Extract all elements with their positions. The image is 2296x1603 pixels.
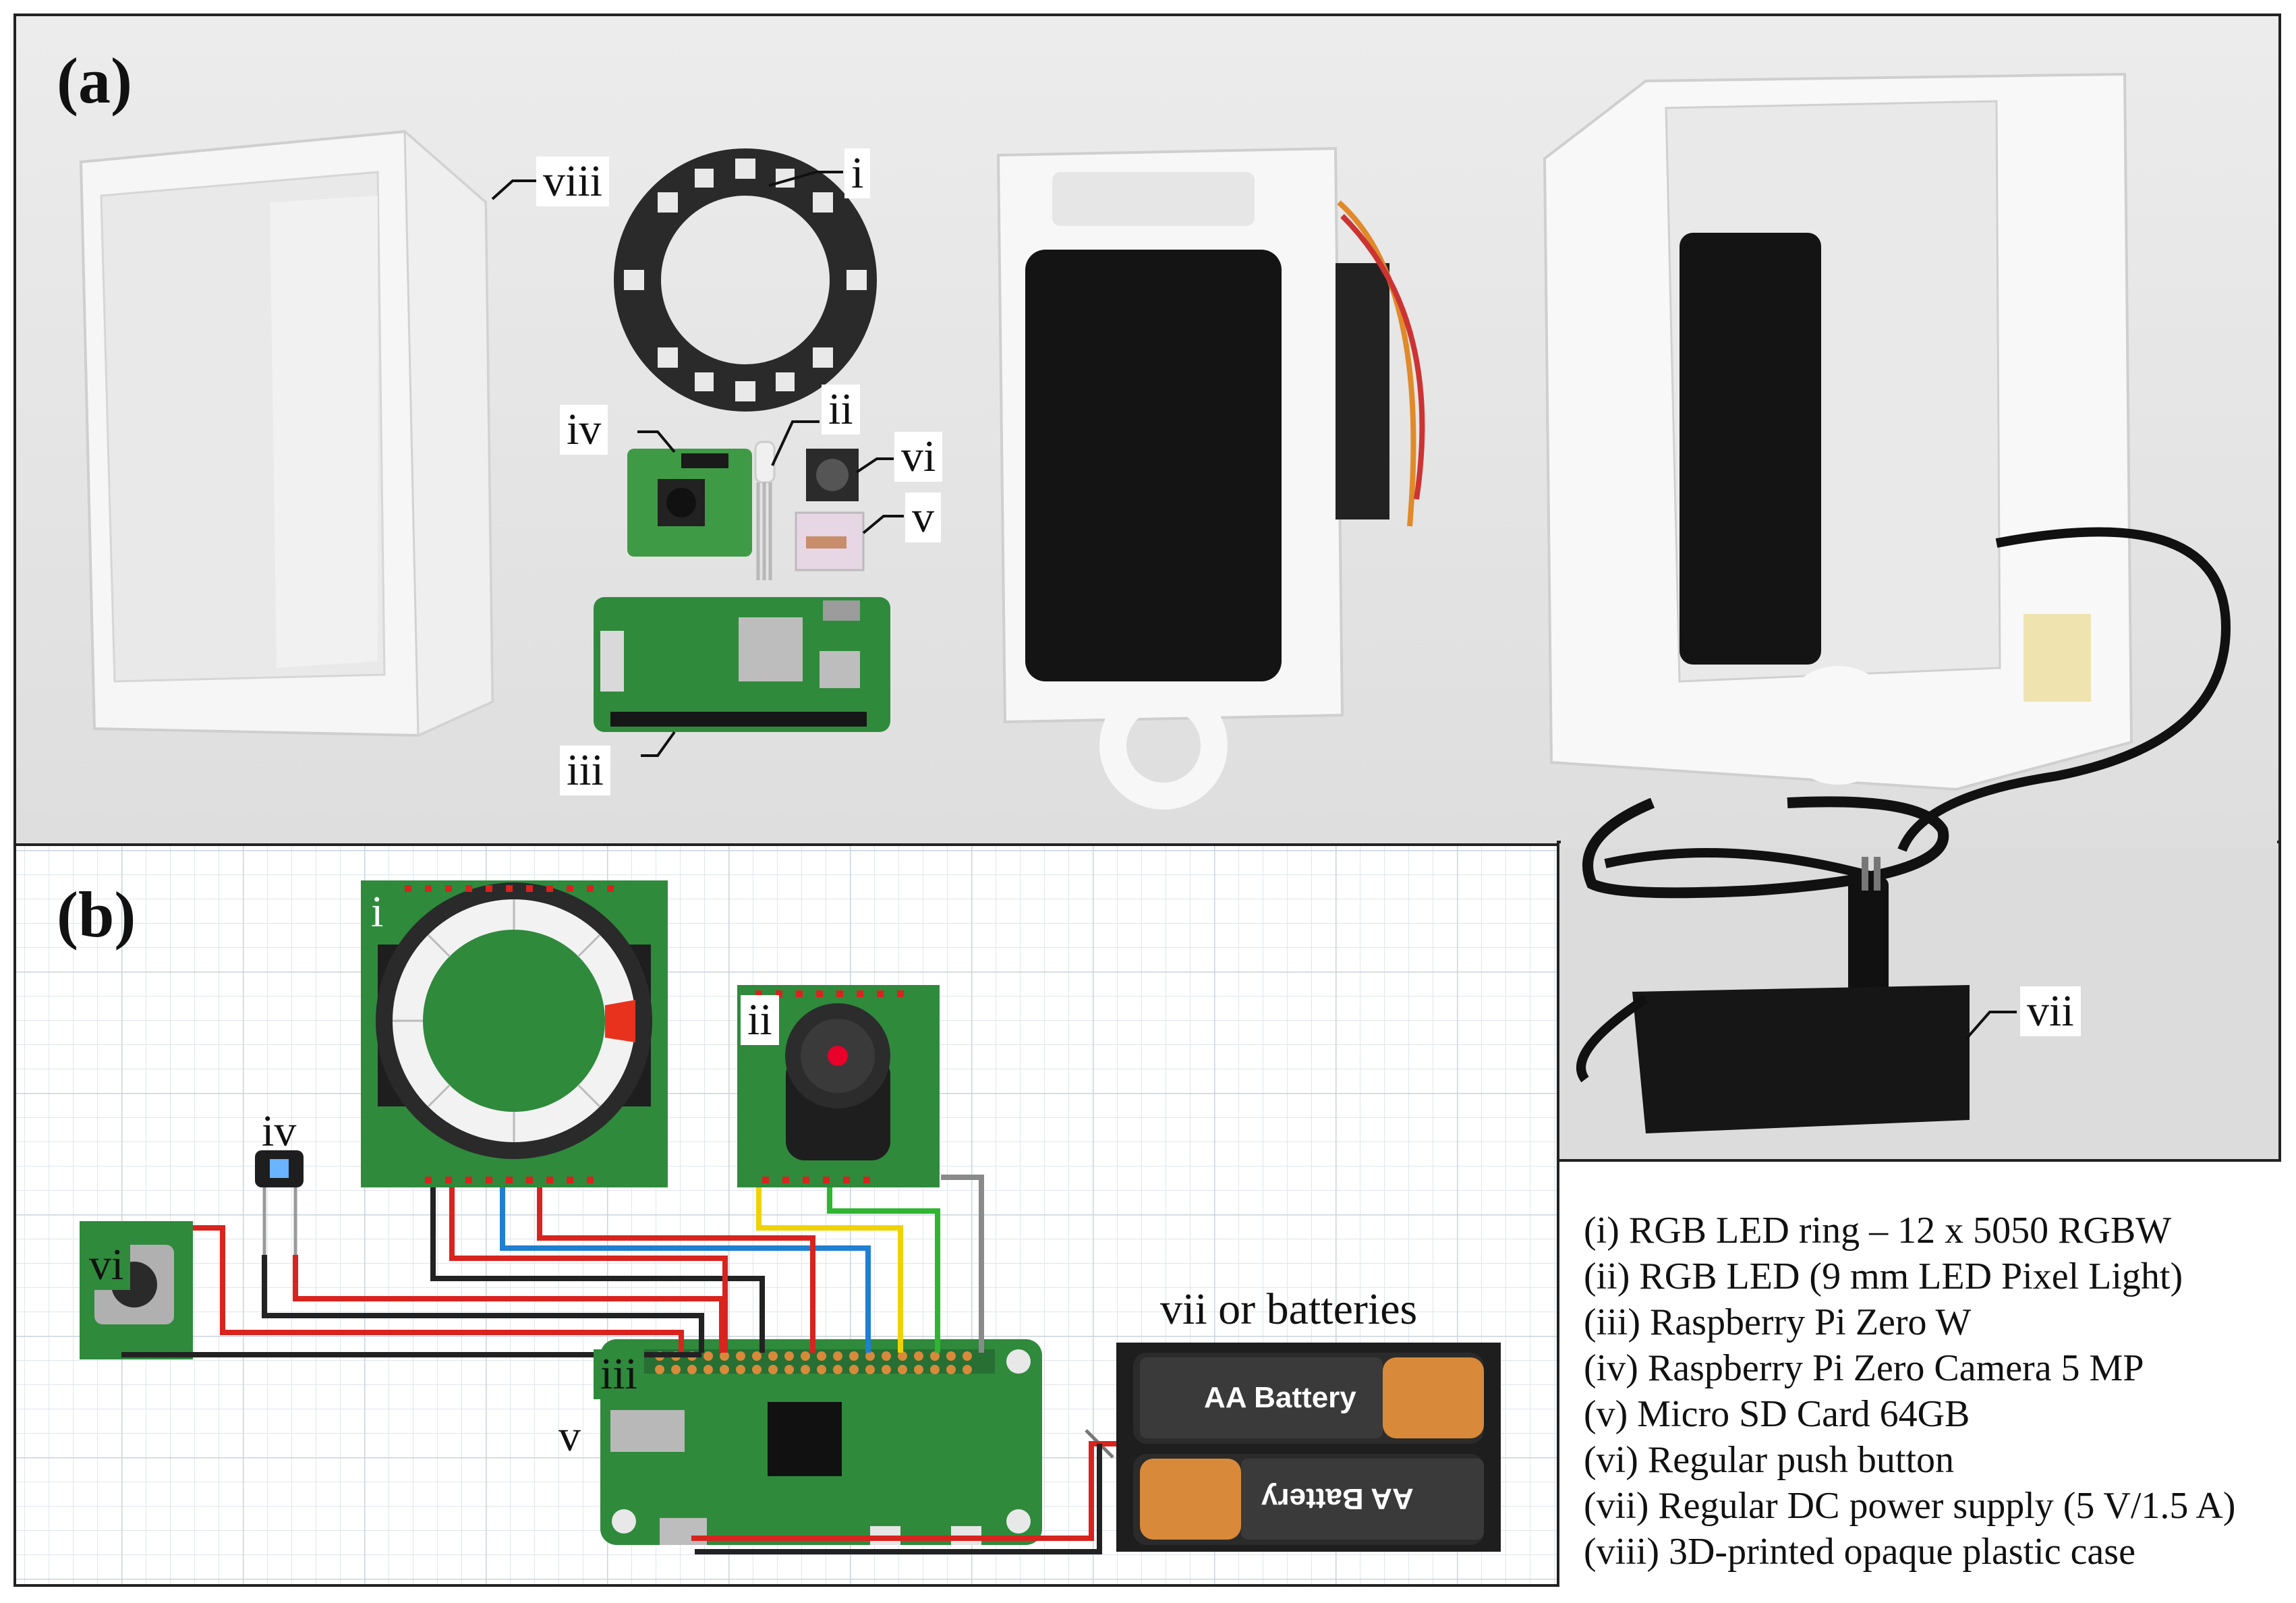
camera-module-photo bbox=[627, 449, 752, 557]
photo-label-vii: vii bbox=[2020, 986, 2081, 1036]
push-button-photo bbox=[806, 449, 859, 501]
led-ring-board bbox=[361, 880, 668, 1187]
raspberry-pi-zero-board bbox=[600, 1339, 1042, 1545]
schematic-label-ii: ii bbox=[741, 995, 779, 1045]
power-supply-photo bbox=[1576, 796, 1970, 1133]
photo-label-ii: ii bbox=[822, 385, 860, 434]
legend-item-v: (v) Micro SD Card 64GB bbox=[1584, 1393, 1970, 1435]
schematic-label-iv: iv bbox=[262, 1106, 297, 1156]
panel-label-b: (b) bbox=[57, 878, 136, 951]
photo-label-iv: iv bbox=[560, 405, 608, 455]
photo-label-i: i bbox=[844, 148, 871, 198]
battery-text-bottom: AA Battery bbox=[1261, 1482, 1414, 1515]
photo-label-iii: iii bbox=[560, 746, 611, 795]
camera-sensor-component bbox=[255, 1150, 304, 1255]
battery-title: vii or batteries bbox=[1160, 1285, 1418, 1334]
battery-text-top: AA Battery bbox=[1204, 1381, 1356, 1414]
photo-label-v: v bbox=[905, 493, 941, 542]
panel-label-a: (a) bbox=[57, 45, 132, 117]
legend-item-vi: (vi) Regular push button bbox=[1584, 1439, 1955, 1481]
legend-item-iv: (iv) Raspberry Pi Zero Camera 5 MP bbox=[1584, 1347, 2144, 1389]
legend-item-ii: (ii) RGB LED (9 mm LED Pixel Light) bbox=[1584, 1256, 2183, 1297]
photo-label-viii: viii bbox=[536, 157, 610, 206]
rgb-led-photo bbox=[754, 441, 776, 580]
assembled-case-middle bbox=[996, 146, 1425, 810]
legend-item-iii: (iii) Raspberry Pi Zero W bbox=[1584, 1301, 1972, 1343]
raspberry-pi-photo bbox=[594, 597, 890, 732]
panel-a-photo bbox=[13, 13, 2281, 1162]
battery-holder bbox=[1085, 1343, 1501, 1552]
legend: (i) RGB LED ring – 12 x 5050 RGBW (ii) R… bbox=[1584, 1208, 2285, 1575]
schematic-label-vi: vi bbox=[82, 1240, 131, 1290]
panel-b-schematic bbox=[13, 843, 1559, 1587]
photo-label-vi: vi bbox=[894, 432, 943, 482]
empty-case-viii bbox=[79, 129, 494, 737]
assembled-case-right bbox=[1543, 72, 2231, 852]
rgb-led-board bbox=[737, 985, 940, 1187]
sd-card-photo bbox=[795, 511, 865, 571]
legend-item-i: (i) RGB LED ring – 12 x 5050 RGBW bbox=[1584, 1210, 2172, 1252]
legend-item-viii: (viii) 3D-printed opaque plastic case bbox=[1584, 1531, 2135, 1573]
schematic-label-v: v bbox=[558, 1411, 581, 1461]
legend-item-vii: (vii) Regular DC power supply (5 V/1.5 A… bbox=[1584, 1485, 2236, 1527]
photo-leader-lines bbox=[491, 171, 2017, 1040]
schematic-label-iii: iii bbox=[594, 1349, 645, 1399]
schematic-label-i: i bbox=[364, 887, 391, 937]
led-ring-photo bbox=[614, 148, 877, 412]
